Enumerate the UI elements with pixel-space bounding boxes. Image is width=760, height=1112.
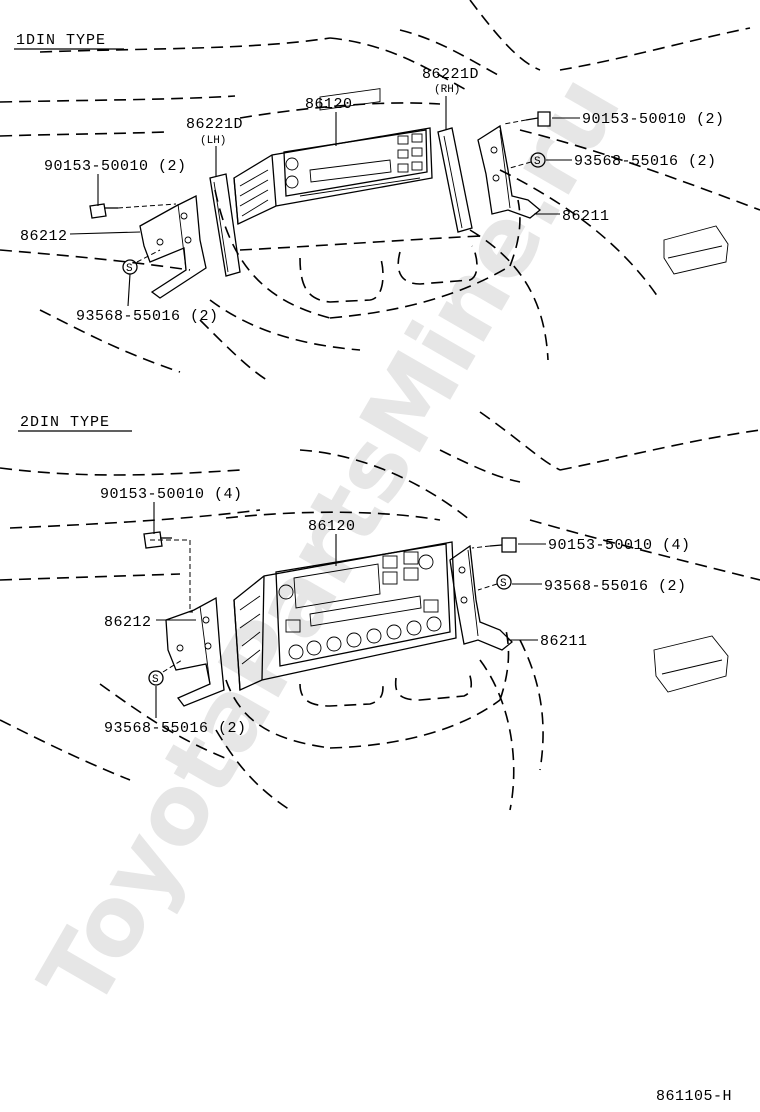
svg-text:S: S	[126, 263, 133, 275]
bolt-icon	[89, 203, 177, 219]
part-number-label: 93568-55016 (2)	[544, 578, 687, 595]
side-label: (LH)	[200, 135, 226, 147]
svg-text:S: S	[500, 578, 507, 590]
part-number-label: 93568-55016 (2)	[104, 720, 247, 737]
bracket-rh-icon	[477, 124, 542, 219]
dashboard-outline-top	[0, 0, 760, 383]
svg-text:S: S	[152, 674, 159, 686]
part-number-label: 90153-50010 (2)	[44, 158, 187, 175]
part-number-label: 86211	[540, 633, 588, 650]
side-label: (RH)	[434, 84, 460, 96]
section-2din: 2DIN TYPE	[0, 411, 760, 811]
radio-unit-icon	[233, 88, 433, 225]
svg-text:S: S	[534, 156, 541, 168]
part-number-label: 86120	[308, 518, 356, 535]
section-1din: 1DIN TYPE	[0, 0, 760, 383]
section-title-1din: 1DIN TYPE	[16, 32, 106, 49]
part-number-label: 86212	[104, 614, 152, 631]
bolt-icon	[503, 111, 551, 127]
part-number-label: 93568-55016 (2)	[574, 153, 717, 170]
part-number-label: 86221D	[186, 116, 243, 133]
part-number-label: 90153-50010 (2)	[582, 111, 725, 128]
trim-panel-lh-icon	[209, 173, 241, 277]
nut-s-icon: S	[148, 659, 183, 686]
part-number-label: 90153-50010 (4)	[548, 537, 691, 554]
part-number-label: 93568-55016 (2)	[76, 308, 219, 325]
bracket-rh-icon	[449, 544, 513, 651]
trim-panel-rh-icon	[437, 127, 473, 233]
bolt-icon	[143, 531, 172, 549]
part-number-label: 86212	[20, 228, 68, 245]
figure-code: 861105-H	[656, 1088, 732, 1105]
part-number-label: 86221D	[422, 66, 479, 83]
radio-unit-icon	[233, 541, 457, 691]
nut-s-icon: S	[122, 249, 161, 275]
nut-s-icon: S	[477, 574, 512, 591]
part-number-label: 86120	[305, 96, 353, 113]
bolt-icon	[471, 537, 517, 553]
dashboard-outline-bottom	[0, 411, 760, 811]
part-number-label: 90153-50010 (4)	[100, 486, 243, 503]
part-number-label: 86211	[562, 208, 610, 225]
section-title-2din: 2DIN TYPE	[20, 414, 110, 431]
bracket-lh-icon	[165, 596, 225, 707]
bracket-lh-icon	[139, 194, 207, 299]
nut-s-icon: S	[509, 152, 546, 169]
